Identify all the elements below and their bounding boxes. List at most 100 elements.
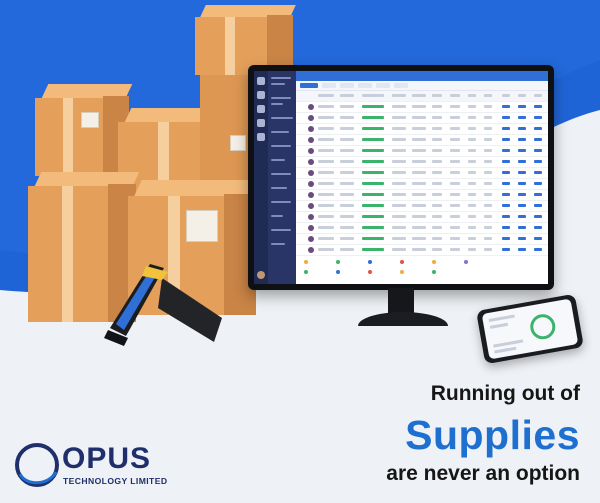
row-avatar [308,203,314,209]
table-cell [484,193,492,196]
table-cell [534,127,542,130]
table-cell [534,226,542,229]
toolbar-button[interactable] [340,83,354,88]
table-cell [518,138,526,141]
home-icon [257,77,265,85]
table-cell [318,193,334,196]
table-cell [412,215,426,218]
table-cell [340,215,354,218]
table-row[interactable] [296,223,548,234]
primary-action-button[interactable] [300,83,318,88]
table-row[interactable] [296,102,548,113]
table-cell [362,127,384,130]
table-cell [340,127,354,130]
table-row[interactable] [296,190,548,201]
table-cell [450,237,460,240]
table-cell [502,94,510,97]
table-row[interactable] [296,146,548,157]
table-cell [392,237,406,240]
table-cell [484,226,492,229]
table-cell [484,127,492,130]
filter-panel-lines [271,77,293,245]
table-row[interactable] [296,168,548,179]
toolbar-button[interactable] [358,83,372,88]
filter-panel [268,71,296,284]
table-cell [484,248,492,251]
table-cell [432,94,442,97]
table-cell [450,94,460,97]
app-header-bar [296,71,548,81]
table-cell [318,248,334,251]
table-cell [392,193,406,196]
table-cell [468,116,476,119]
data-table [296,91,548,256]
table-cell [412,237,426,240]
table-row[interactable] [296,124,548,135]
toolbar-button[interactable] [322,83,336,88]
table-row[interactable] [296,201,548,212]
table-cell [362,226,384,229]
table-cell [412,127,426,130]
table-row[interactable] [296,91,548,102]
table-cell [518,237,526,240]
table-row[interactable] [296,113,548,124]
table-cell [450,226,460,229]
table-cell [484,182,492,185]
table-cell [450,138,460,141]
table-cell [392,248,406,251]
table-cell [318,171,334,174]
table-row[interactable] [296,157,548,168]
table-cell [318,160,334,163]
table-cell [484,237,492,240]
table-cell [392,226,406,229]
table-cell [432,182,442,185]
table-row[interactable] [296,212,548,223]
phone-app-ui [488,314,556,354]
table-cell [318,116,334,119]
table-cell [534,138,542,141]
table-cell [518,182,526,185]
table-cell [340,248,354,251]
table-cell [468,204,476,207]
table-cell [450,160,460,163]
opus-logo: OPUS TECHNOLOGY LIMITED [12,440,172,495]
row-avatar [308,148,314,154]
table-cell [502,171,510,174]
table-cell [534,94,542,97]
table-cell [362,171,384,174]
app-icon-rail [254,71,268,284]
table-row[interactable] [296,234,548,245]
table-cell [392,127,406,130]
table-cell [450,204,460,207]
table-row[interactable] [296,135,548,146]
table-cell [392,171,406,174]
headline-line-1: Running out of [430,382,580,405]
table-cell [392,215,406,218]
table-row[interactable] [296,179,548,190]
row-avatar [308,225,314,231]
cardboard-box-bottom-left [28,172,140,322]
toolbar-button[interactable] [376,83,390,88]
table-cell [484,204,492,207]
table-row[interactable] [296,245,548,256]
table-cell [362,94,384,97]
toolbar-button[interactable] [394,83,408,88]
row-avatar [308,104,314,110]
table-cell [412,204,426,207]
headline-line-2: Supplies [405,412,580,458]
table-cell [468,127,476,130]
row-avatar [308,214,314,220]
table-cell [468,138,476,141]
gear-icon [257,133,265,141]
table-cell [450,215,460,218]
row-avatar [308,181,314,187]
table-cell [318,138,334,141]
table-cell [502,215,510,218]
table-cell [534,182,542,185]
table-cell [392,116,406,119]
row-avatar [308,236,314,242]
table-cell [362,149,384,152]
table-cell [392,149,406,152]
table-cell [518,248,526,251]
